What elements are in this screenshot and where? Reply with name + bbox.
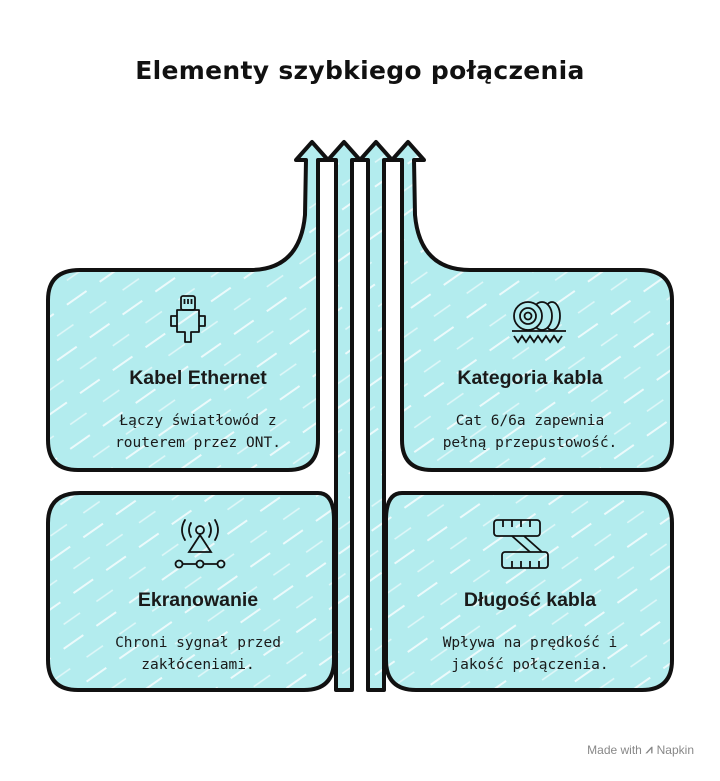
made-with-label: Made with: [587, 742, 642, 757]
card-ekranowanie: Ekranowanie Chroni sygnał przed zakłócen…: [48, 589, 348, 676]
card-description-line: jakość połączenia.: [451, 657, 609, 673]
footer-credit[interactable]: Made with ⩘ Napkin: [587, 742, 694, 757]
card-description: Wpływa na prędkość i jakość połączenia.: [388, 632, 672, 676]
card-dlugosc-kabla: Długość kabla Wpływa na prędkość i jakoś…: [388, 589, 672, 676]
card-title: Długość kabla: [463, 589, 597, 611]
card-title: Kategoria kabla: [457, 367, 603, 389]
card-description-line: zakłóceniami.: [141, 657, 255, 673]
measuring-tape-icon: [493, 519, 549, 569]
card-description: Łączy światłowód z routerem przez ONT.: [48, 410, 348, 454]
page-title: Elementy szybkiego połączenia: [135, 56, 585, 85]
card-kabel-ethernet-shape: [46, 140, 330, 472]
card-description-line: routerem przez ONT.: [115, 435, 281, 451]
card-description-line: Łączy światłowód z: [119, 413, 277, 429]
card-description-line: Wpływa na prędkość i: [442, 635, 618, 651]
card-dlugosc-kabla-shape: [384, 491, 674, 692]
card-description: Chroni sygnał przed zakłóceniami.: [48, 632, 348, 676]
card-description-line: Cat 6/6a zapewnia: [455, 413, 605, 429]
card-ekranowanie-shape: [46, 491, 336, 692]
card-kabel-ethernet: Kabel Ethernet Łączy światłowód z router…: [48, 367, 348, 454]
card-kategoria-kabla: Kategoria kabla Cat 6/6a zapewnia pełną …: [388, 367, 672, 454]
card-title: Ekranowanie: [137, 589, 259, 611]
napkin-brand: Napkin: [656, 742, 694, 757]
signal-tower-icon: [174, 519, 226, 569]
card-description-line: Chroni sygnał przed: [115, 635, 281, 651]
ethernet-connector-icon: [170, 295, 206, 343]
card-title: Kabel Ethernet: [129, 367, 267, 389]
cable-reel-icon: [512, 301, 566, 344]
card-description-line: pełną przepustowość.: [442, 435, 618, 451]
card-description: Cat 6/6a zapewnia pełną przepustowość.: [388, 410, 672, 454]
napkin-logo-icon: ⩘: [645, 742, 653, 756]
